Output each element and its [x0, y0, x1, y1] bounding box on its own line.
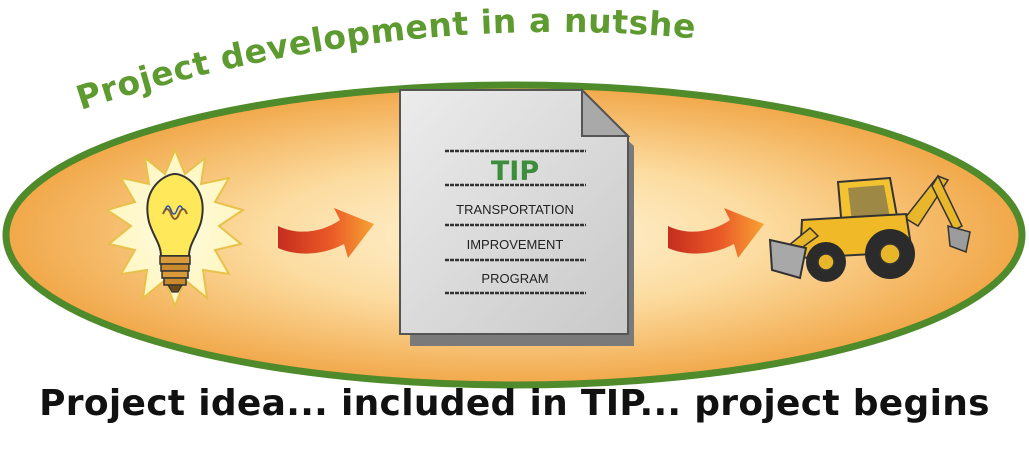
- backhoe-icon: [768, 174, 971, 282]
- document-icon: [399, 87, 634, 346]
- arrow-right-icon: [668, 208, 764, 258]
- arrow-right-icon: [278, 208, 374, 258]
- tip-line-transportation: TRANSPORTATION: [456, 202, 574, 217]
- tip-heading: TIP: [491, 156, 539, 187]
- tip-line-improvement: IMPROVEMENT: [467, 237, 564, 252]
- tip-line-program: PROGRAM: [481, 271, 548, 286]
- caption: Project idea... included in TIP... proje…: [39, 383, 990, 424]
- lightbulb-icon: [104, 147, 246, 309]
